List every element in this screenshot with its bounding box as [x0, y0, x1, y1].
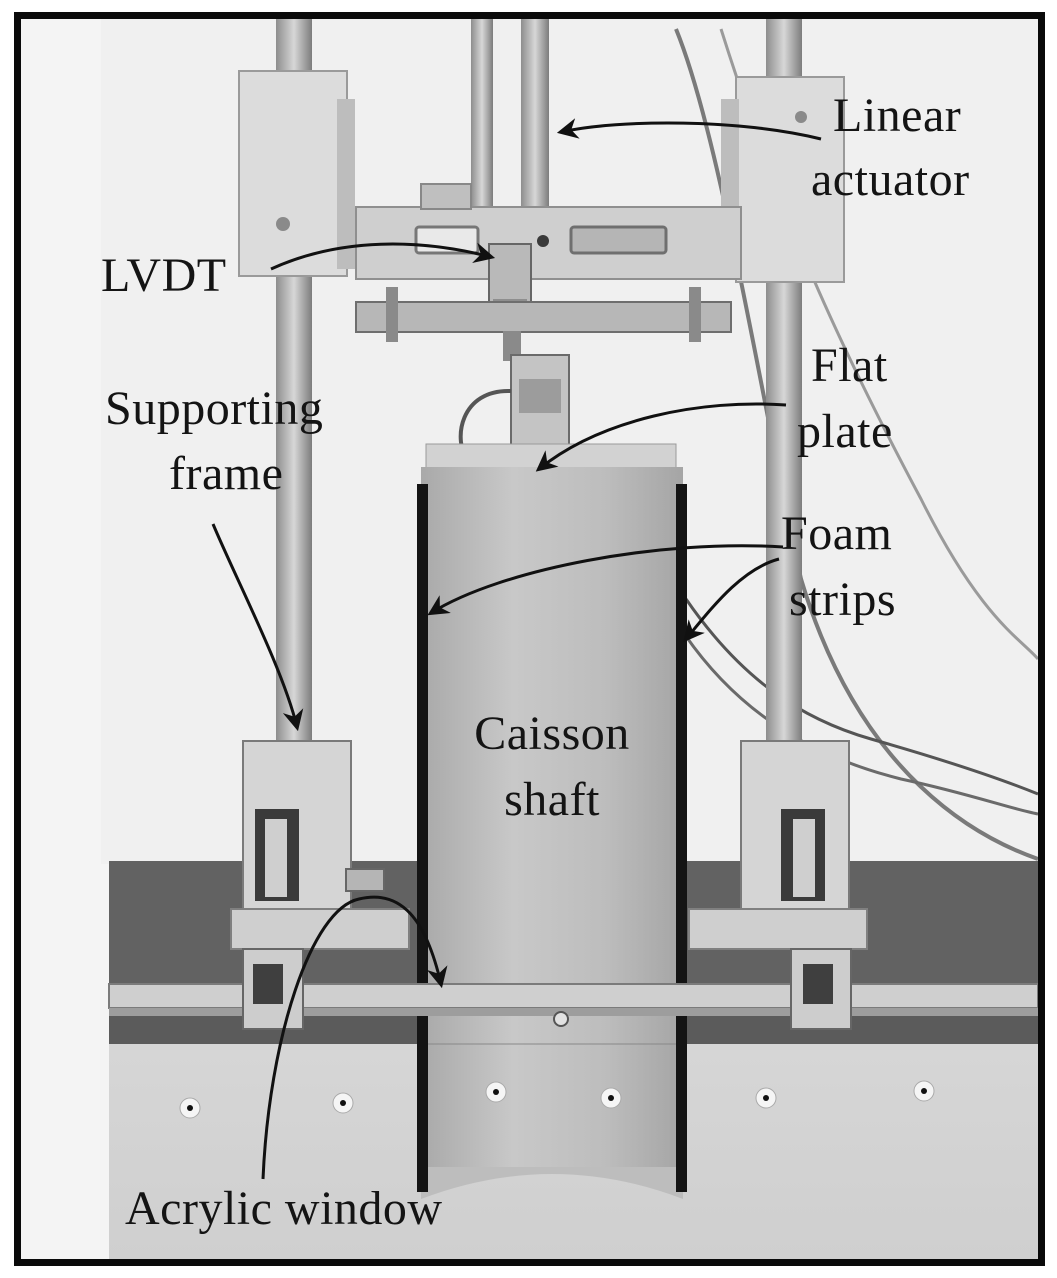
lower-crossbar: [355, 301, 732, 333]
label-foam-strips-line1: Foam: [781, 507, 893, 560]
label-foam-strips-line2: strips: [789, 573, 897, 626]
caisson-shaft: [421, 467, 683, 1167]
label-supporting-frame-line1: Supporting: [105, 382, 324, 435]
cable: [679, 628, 1038, 816]
apparatus-photo: [21, 19, 1038, 1259]
lvdt-body: [488, 243, 532, 305]
arrow-foam-left: [427, 544, 784, 616]
label-caisson-shaft-line1: Caisson: [474, 707, 630, 760]
figure-frame: Linear actuator LVDT Supporting frame Fl…: [14, 12, 1045, 1266]
label-flat-plate-line2: plate: [797, 405, 893, 458]
arrow-foam-right: [683, 557, 780, 643]
arrow-supporting-frame: [211, 523, 304, 732]
arrow-lvdt: [270, 242, 496, 271]
carriage-block-right: [735, 76, 845, 283]
carriage-block-left: [238, 70, 348, 277]
label-caisson-shaft-line2: shaft: [504, 773, 600, 826]
foam-strip-left: [417, 484, 428, 1192]
arrow-linear-actuator: [556, 118, 822, 141]
arrow-flat-plate: [535, 402, 787, 472]
foam-strip-right: [676, 484, 687, 1192]
arrow-acrylic-window: [261, 895, 448, 1180]
label-lvdt: LVDT: [101, 249, 227, 302]
marker-dots: [179, 1080, 935, 1119]
label-linear-actuator-line2: actuator: [811, 153, 970, 206]
label-acrylic-window: Acrylic window: [125, 1182, 443, 1235]
label-supporting-frame-line2: frame: [169, 447, 284, 500]
label-linear-actuator-line1: Linear: [833, 89, 962, 142]
flat-plate: [425, 443, 677, 469]
cable: [684, 598, 1038, 796]
label-flat-plate-line1: Flat: [811, 339, 888, 392]
